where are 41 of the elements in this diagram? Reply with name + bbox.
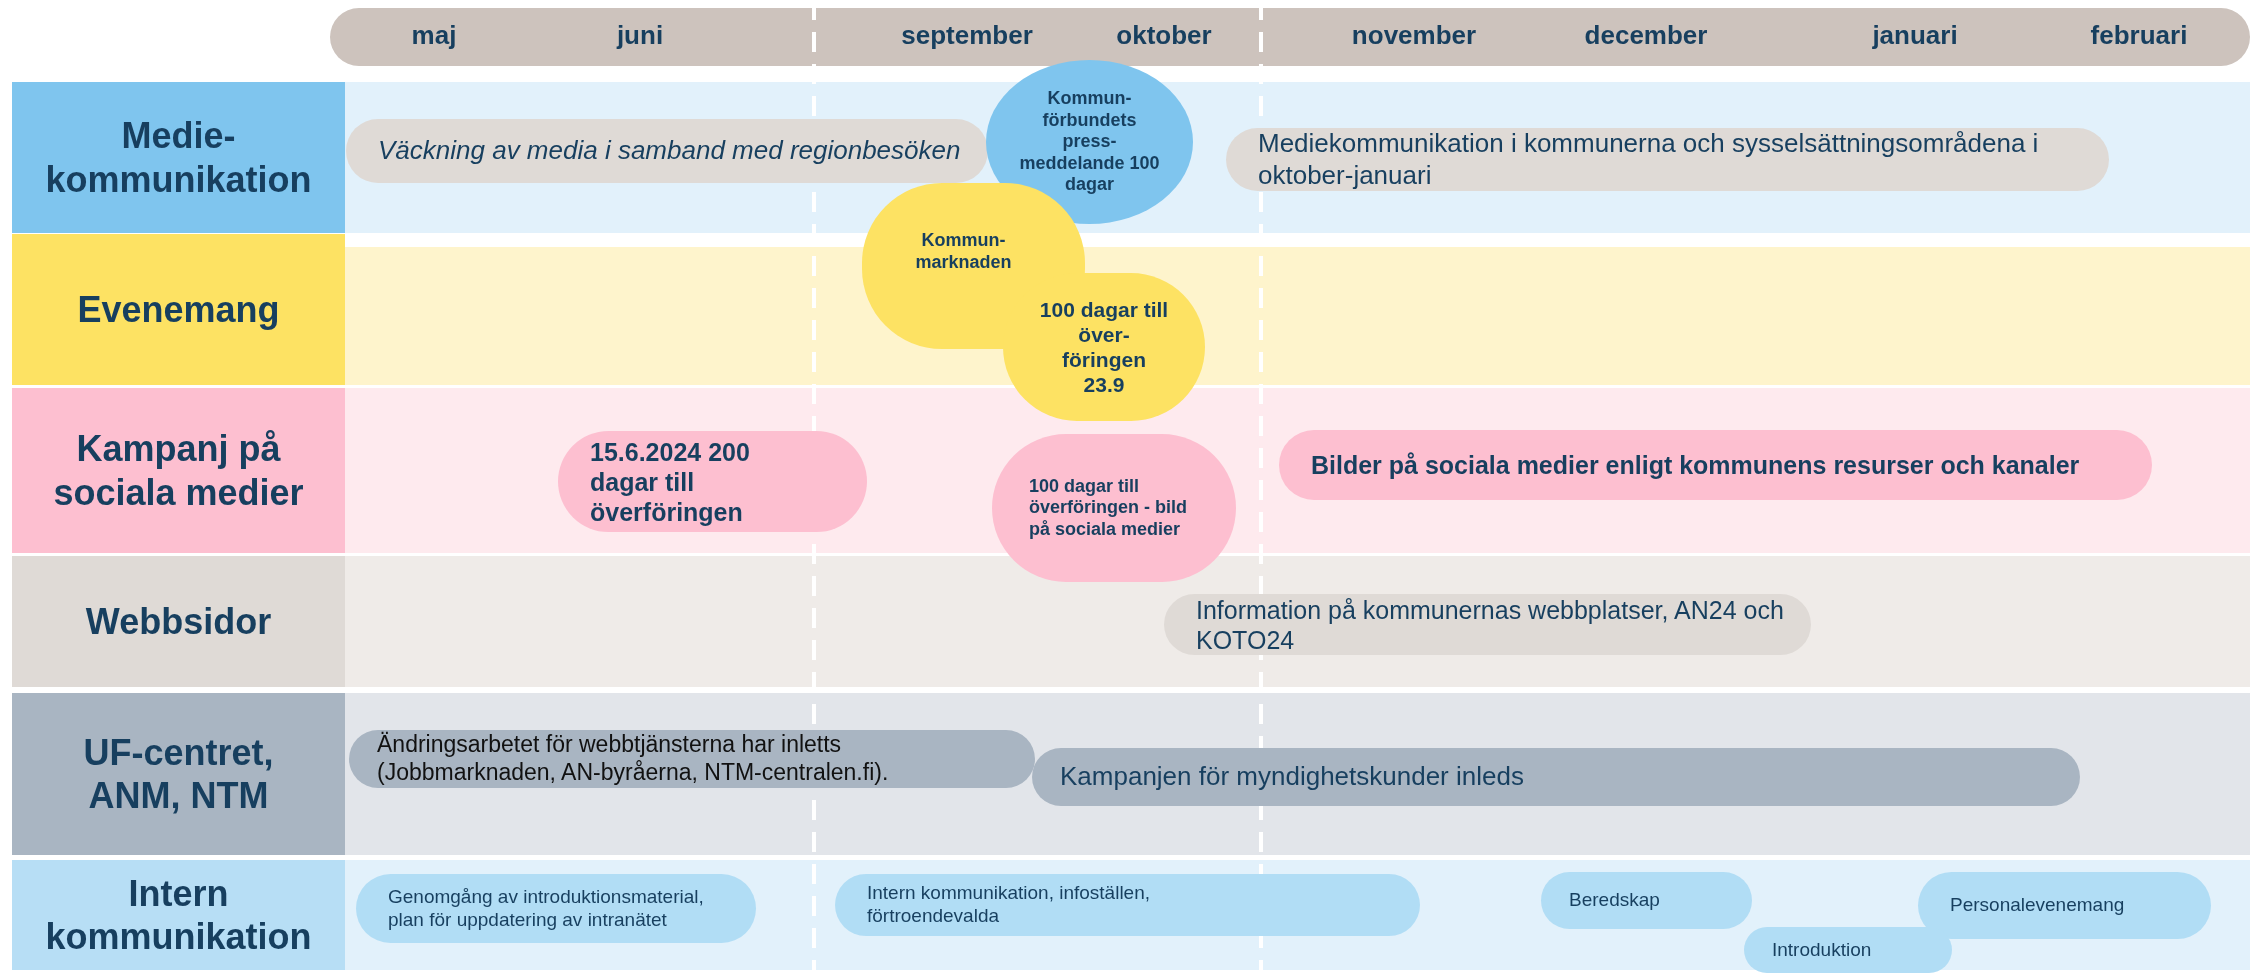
timeline-bar <box>1032 748 2080 806</box>
event-text: Kommun- marknaden <box>914 230 1013 274</box>
event-text: 15.6.2024 200 dagar till överföringen <box>590 436 751 527</box>
row-title: Evenemang <box>76 287 281 332</box>
month-label: maj <box>411 20 457 51</box>
event-text: 100 dagar till över- föringen 23.9 <box>1039 296 1169 398</box>
event-text: Genomgång av introduktionsmaterial, plan för uppdatering av intranätet <box>388 885 705 932</box>
event-text: Kampanjen för myndighetskunder inleds <box>1060 761 1524 793</box>
row-header <box>12 234 345 385</box>
event-text: 100 dagar till överföringen - bild på sociala medier <box>1029 475 1188 541</box>
row-header <box>12 693 345 855</box>
month-label: december <box>1584 20 1708 51</box>
row-title: UF-centret, ANM, NTM <box>82 730 275 818</box>
event-text: Bilder på sociala medier enligt kommunens resurser och kanaler <box>1311 450 2080 480</box>
event-text: Beredskap <box>1569 889 1660 912</box>
row-title: Intern kommunikation <box>44 871 313 959</box>
event-text: Mediekommunikation i kommunerna och sysselsättningsområdena i oktober-januari <box>1258 128 2040 191</box>
timeline-bar <box>1744 927 1952 973</box>
month-label: oktober <box>1116 20 1212 51</box>
timeline-bar <box>346 119 988 183</box>
row-header <box>12 860 345 970</box>
month-label: juni <box>616 20 664 51</box>
event-text: Personalevenemang <box>1950 894 2125 917</box>
month-label: januari <box>1872 20 1958 51</box>
event-text: Ändringsarbetet för webbtjänsterna har inletts (Jobbmarknaden, AN-byråerna, NTM-centralen.fi). <box>377 731 890 787</box>
event-text: Introduktion <box>1772 938 1872 962</box>
month-label: november <box>1351 20 1477 51</box>
event-text: Information på kommunernas webbplatser, AN24 och KOTO24 <box>1196 594 1785 655</box>
timeline-bar <box>1541 872 1752 929</box>
row-header <box>12 556 345 687</box>
month-label: september <box>901 20 1033 51</box>
event-text: Väckning av media i samband med regionbesöken <box>378 135 961 167</box>
event-text: Kommun- förbundets press- meddelande 100 dagar <box>1018 88 1161 196</box>
row-header <box>12 388 345 553</box>
row-title: Webbsidor <box>84 599 273 644</box>
row-title: Kampanj på sociala medier <box>52 427 305 514</box>
month-label: februari <box>2090 20 2188 51</box>
event-text: Intern kommunikation, infoställen, förtroendevalda <box>867 882 1152 928</box>
row-title: Medie- kommunikation <box>44 114 313 201</box>
row-header <box>12 82 345 233</box>
timeline-bar <box>349 730 1035 788</box>
